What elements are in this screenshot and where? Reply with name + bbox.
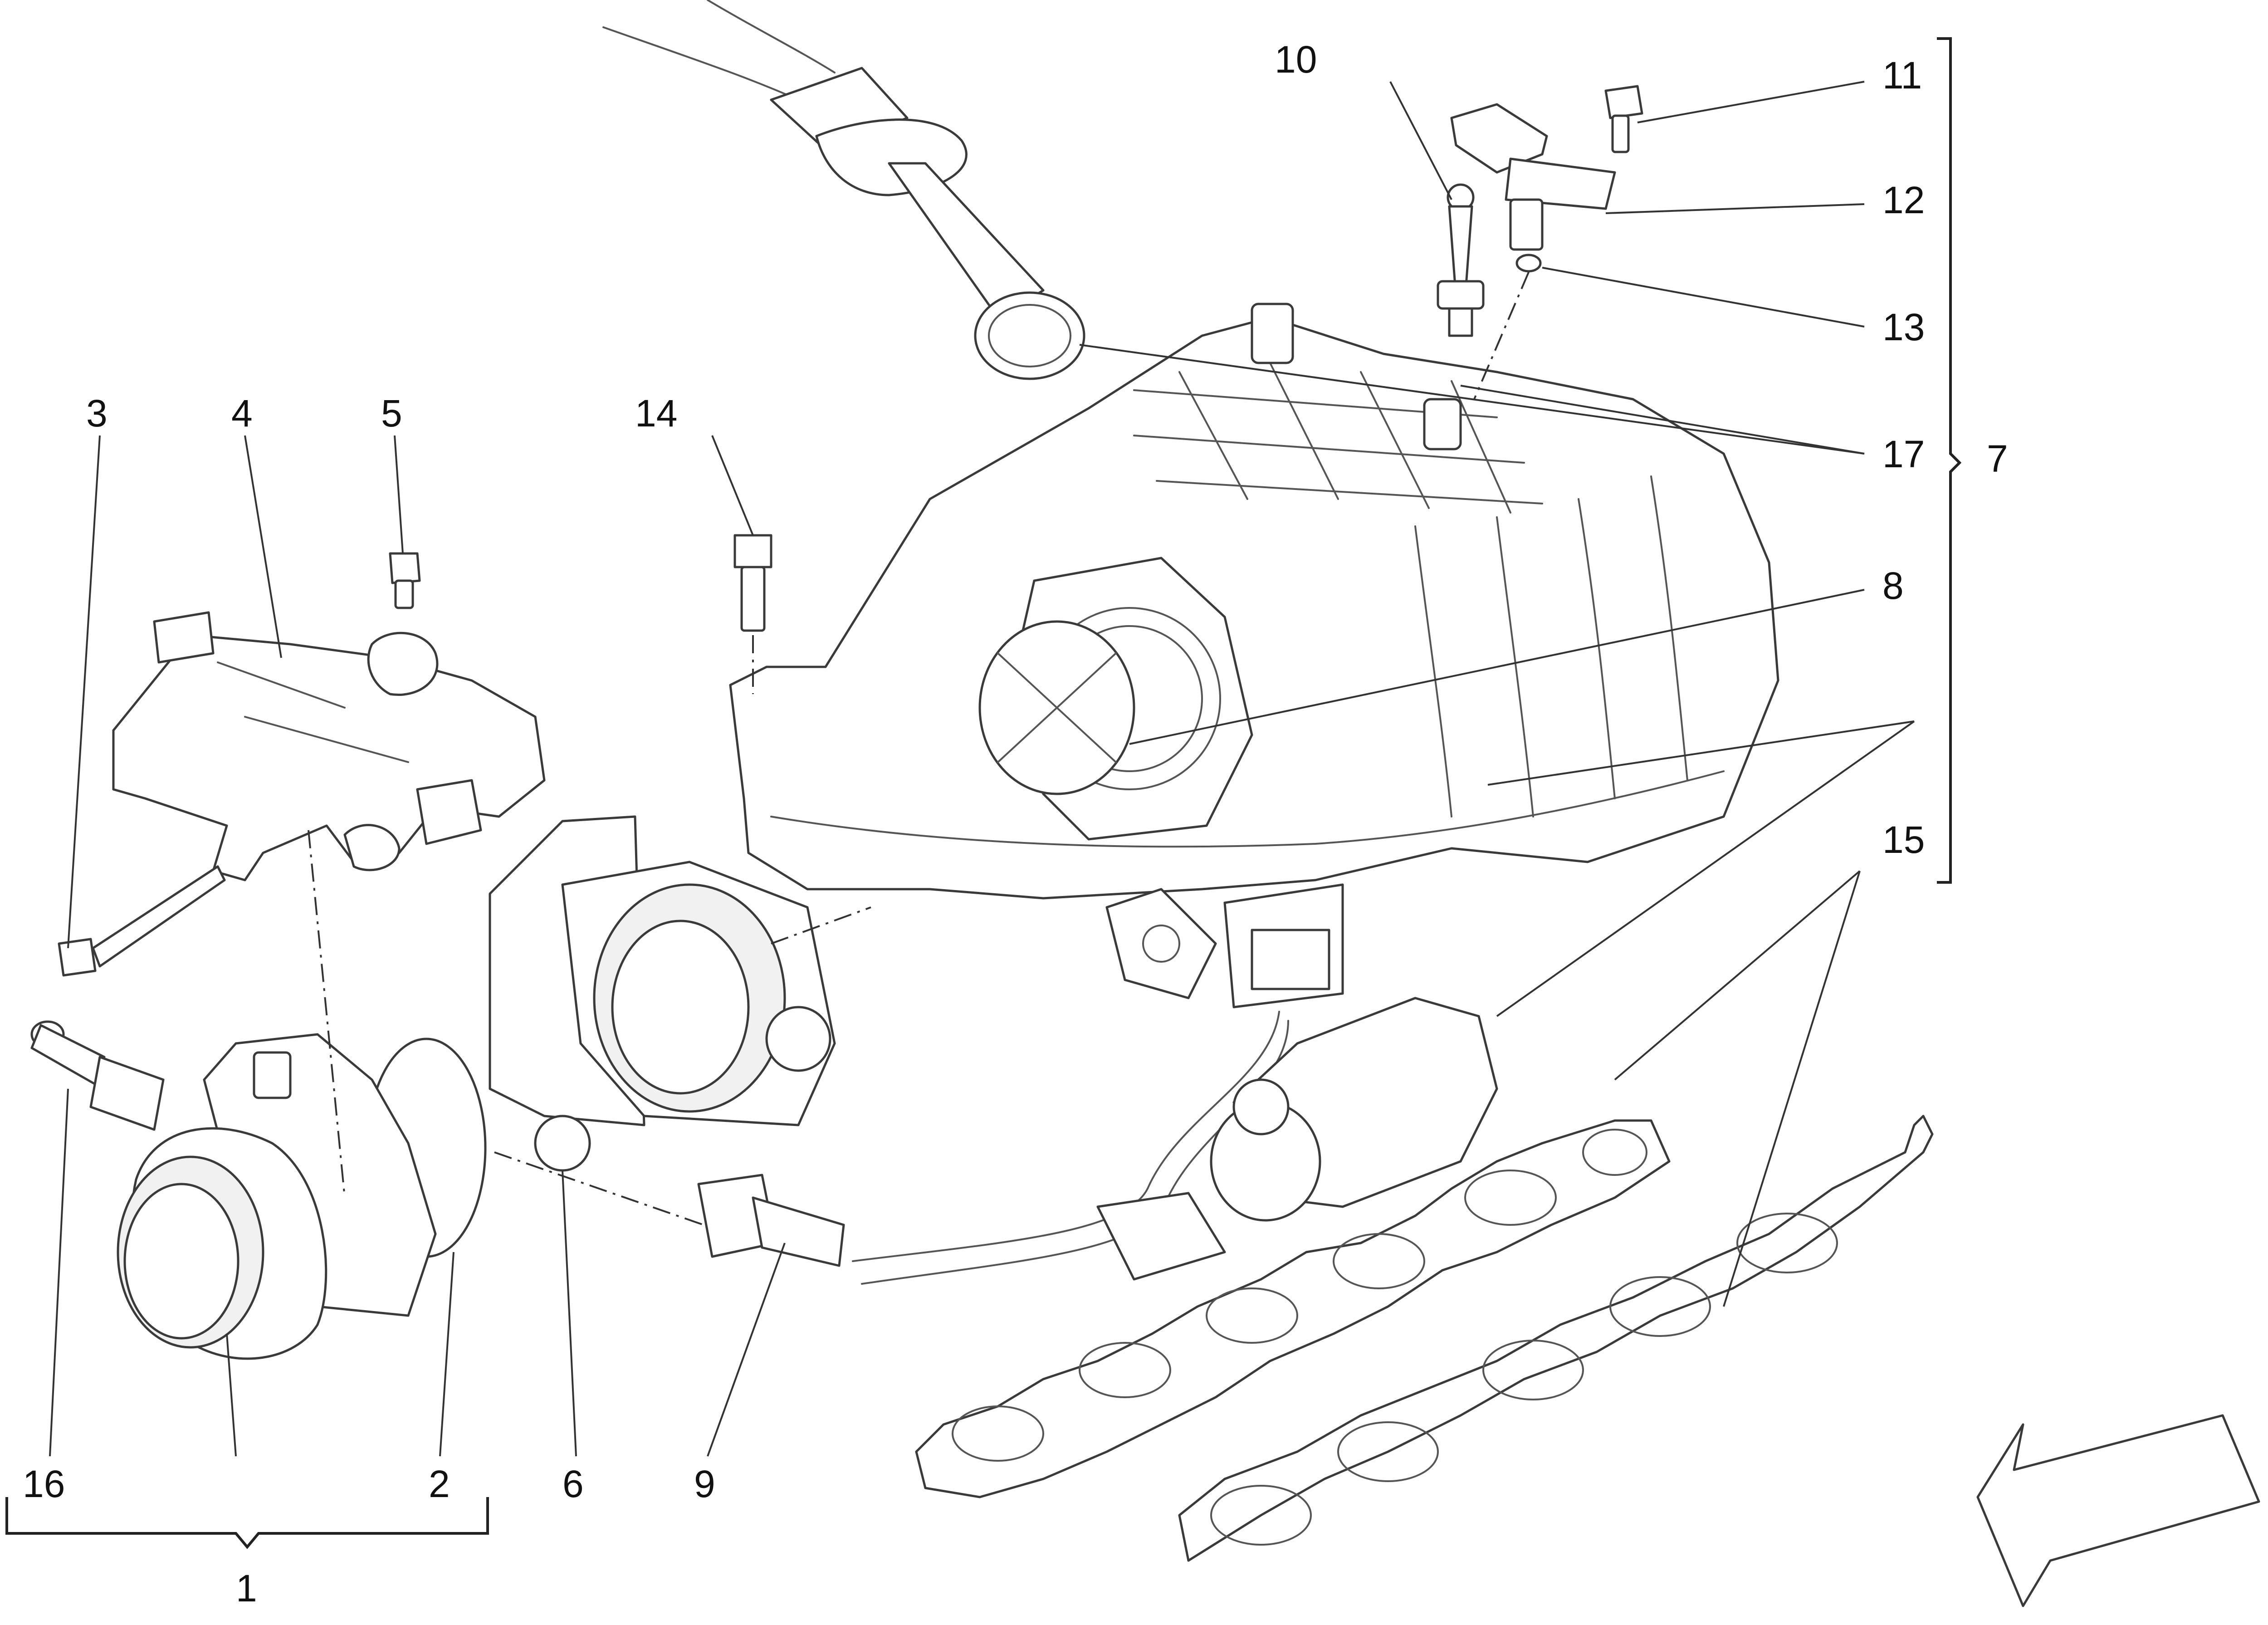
o-ring-pipe-17 bbox=[974, 291, 1085, 380]
washer-13 bbox=[1515, 254, 1542, 273]
callout-4: 4 bbox=[231, 392, 253, 435]
callout-17: 17 bbox=[1882, 433, 1925, 475]
intake-pipe bbox=[602, 0, 1045, 319]
pressure-sensor-12 bbox=[1450, 103, 1616, 251]
bolt-14 bbox=[733, 534, 772, 632]
manifold-gasket-lower bbox=[1178, 1115, 1934, 1562]
leader-lines bbox=[49, 81, 1915, 1457]
intake-valve-assembly bbox=[1210, 997, 1498, 1222]
callout-16: 16 bbox=[23, 1463, 65, 1505]
callout-10: 10 bbox=[1275, 38, 1317, 81]
bracket-4 bbox=[112, 611, 546, 881]
callout-2: 2 bbox=[429, 1463, 450, 1505]
intake-manifold bbox=[729, 303, 1779, 999]
callout-5: 5 bbox=[381, 392, 402, 435]
callout-7: 7 bbox=[1987, 437, 2008, 480]
callout-12: 12 bbox=[1882, 179, 1925, 221]
callout-11: 11 bbox=[1882, 54, 1922, 97]
bolt-5 bbox=[389, 552, 421, 609]
callout-14: 14 bbox=[635, 392, 677, 435]
callout-6: 6 bbox=[562, 1463, 584, 1505]
arrow-icon bbox=[1976, 1414, 2260, 1607]
sensor-10 bbox=[1437, 183, 1485, 337]
callout-9: 9 bbox=[694, 1463, 715, 1505]
bolt-11 bbox=[1604, 85, 1643, 153]
manifold-gasket-upper bbox=[915, 1119, 1671, 1498]
group-bracket-7 bbox=[1937, 37, 1962, 884]
sensor-16 bbox=[30, 1020, 165, 1131]
callout-13: 13 bbox=[1882, 306, 1925, 348]
callout-15: 15 bbox=[1882, 818, 1925, 861]
callout-1: 1 bbox=[236, 1567, 257, 1610]
group-bracket-1 bbox=[5, 1497, 489, 1549]
throttle-body-6 bbox=[489, 815, 836, 1172]
bolt-3 bbox=[58, 865, 226, 977]
wiring-harness-9 bbox=[697, 883, 1344, 1285]
callout-8: 8 bbox=[1882, 564, 1904, 607]
callout-3: 3 bbox=[86, 392, 108, 435]
callout-labels: 10 11 12 13 17 7 8 15 14 3 4 5 16 2 6 9 … bbox=[23, 38, 2008, 1610]
throttle-body-1 bbox=[117, 1033, 437, 1360]
